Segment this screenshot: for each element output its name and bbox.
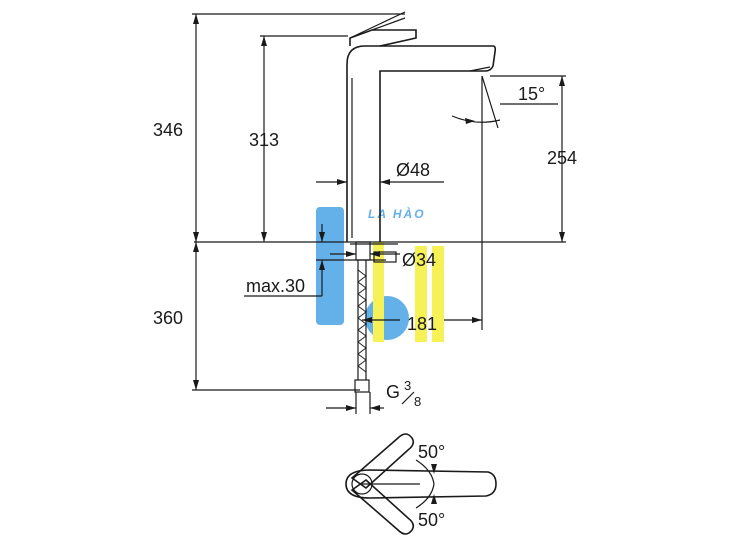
- dim-254: 254: [490, 75, 577, 242]
- dim-15-angle: 15°: [451, 75, 558, 330]
- dim-d48: Ø48: [316, 160, 444, 185]
- dim-346: 346: [153, 13, 405, 242]
- dim-thread-g: G: [386, 382, 400, 402]
- dim-d34-label: Ø34: [402, 250, 436, 270]
- dim-thread: G 3 8: [326, 378, 421, 414]
- dim-thread-den: 8: [414, 394, 421, 409]
- dim-181-label: 181: [407, 314, 437, 334]
- dim-360: 360: [153, 242, 360, 391]
- top-view: 50° 50°: [345, 433, 497, 535]
- dim-max30-label: max.30: [246, 276, 305, 296]
- dim-d48-label: Ø48: [396, 160, 430, 180]
- dim-181: 181: [362, 314, 482, 334]
- dim-thread-num: 3: [404, 378, 411, 393]
- dim-15-label: 15°: [518, 84, 545, 104]
- supply-hose: [340, 241, 398, 393]
- watermark-text: LA HÀO: [368, 206, 426, 221]
- dim-254-label: 254: [547, 148, 577, 168]
- dim-50-top-label: 50°: [418, 442, 445, 462]
- faucet-body: [346, 11, 497, 242]
- dim-max30: max.30: [244, 224, 340, 297]
- dim-d34: Ø34: [330, 250, 436, 270]
- dim-346-label: 346: [153, 120, 183, 140]
- dim-50-bottom-label: 50°: [418, 510, 445, 530]
- dim-313-label: 313: [249, 130, 279, 150]
- dim-360-label: 360: [153, 308, 183, 328]
- dim-313: 313: [249, 35, 348, 242]
